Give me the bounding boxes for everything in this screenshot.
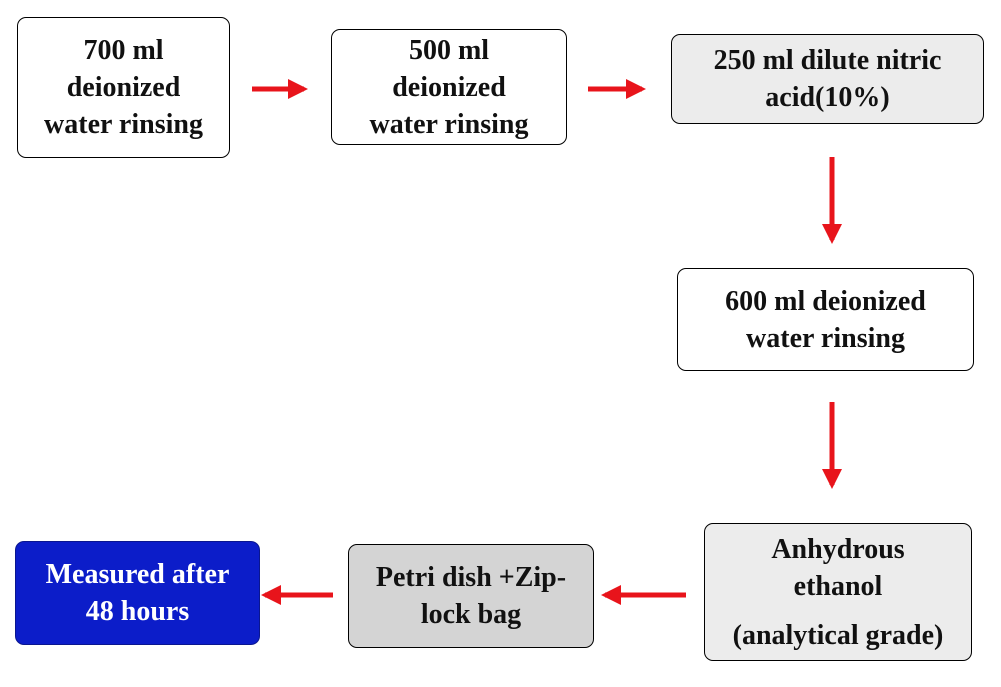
step-text-line: ethanol: [793, 570, 883, 602]
step-text-line: 600 ml deionized: [725, 285, 926, 317]
step-text-line: (analytical grade): [732, 619, 944, 651]
step-text-line: deionized: [66, 72, 181, 103]
step-text-line: acid(10%): [765, 82, 890, 113]
step-text-line: 700 ml: [83, 35, 164, 66]
step-petri-dish: Petri dish +Zip- lock bag: [348, 544, 594, 648]
step-measured-after-48h: Measured after 48 hours: [15, 541, 260, 645]
step-text-line: water rinsing: [746, 322, 905, 354]
step-text-line: water rinsing: [44, 109, 203, 140]
step-600ml-rinse: 600 ml deionized water rinsing: [677, 268, 974, 371]
step-text-line: Petri dish +Zip-: [375, 562, 567, 593]
step-anhydrous-ethanol: Anhydrous ethanol (analytical grade): [704, 523, 972, 661]
step-text-line: water rinsing: [369, 108, 529, 140]
step-text-line: lock bag: [420, 599, 522, 630]
step-text-line: deionized: [392, 71, 506, 103]
step-nitric-acid: 250 ml dilute nitric acid(10%): [671, 34, 984, 124]
step-text-line: 48 hours: [85, 596, 190, 627]
step-text-line: 500 ml: [408, 34, 490, 66]
step-text-line: 250 ml dilute nitric: [713, 45, 942, 76]
step-500ml-rinse: 500 ml deionized water rinsing: [331, 29, 567, 145]
step-text-line: Anhydrous: [771, 533, 905, 565]
step-text-line: Measured after: [45, 559, 230, 590]
step-700ml-rinse: 700 ml deionized water rinsing: [17, 17, 230, 158]
